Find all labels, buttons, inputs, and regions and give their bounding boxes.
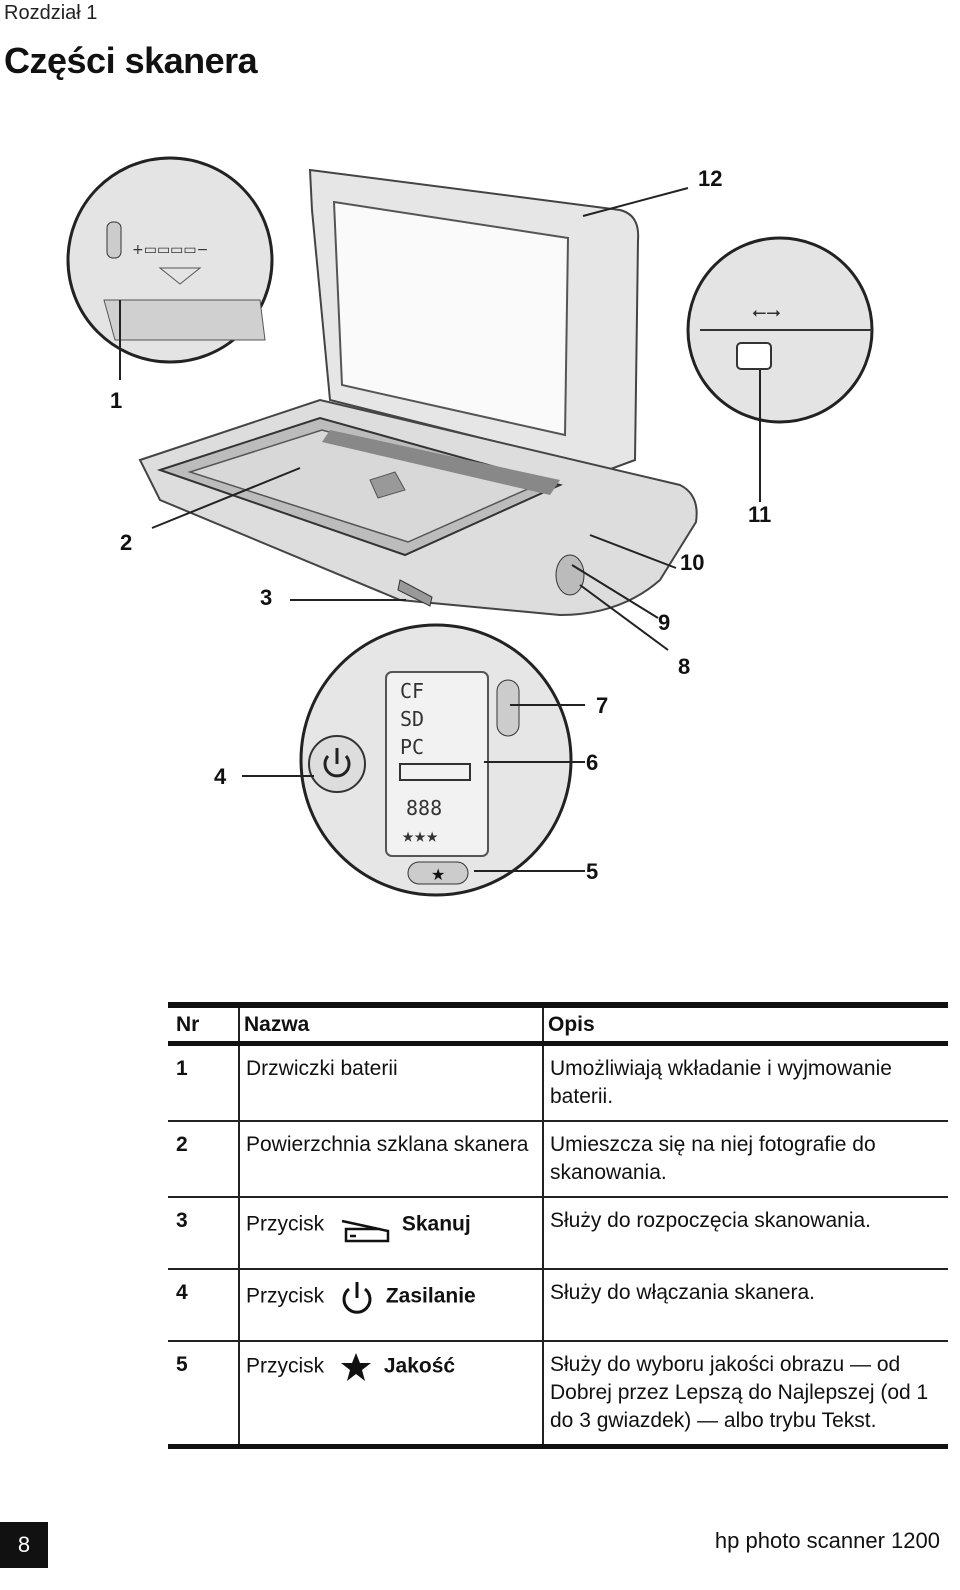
scan-icon [341, 1219, 390, 1243]
svg-text:+▭▭▭▭−: +▭▭▭▭− [132, 242, 208, 258]
header-name: Nazwa [238, 1005, 543, 1046]
svg-text:⭠⭢: ⭠⭢ [752, 302, 781, 323]
callout-6: 6 [586, 750, 598, 775]
lcd-sd: SD [400, 707, 424, 731]
scanner-diagram: +▭▭▭▭− ⭠⭢ CF SD PC 888 ★★★ ★ [66, 156, 874, 897]
table-row: 2 Powierzchnia szklana skanera Umieszcza… [168, 1121, 948, 1198]
leader-lines [119, 187, 761, 872]
row-name: Przycisk Zasilanie [238, 1269, 543, 1342]
callout-11: 11 [748, 502, 771, 527]
callout-1: 1 [110, 388, 122, 413]
callout-2: 2 [120, 530, 132, 555]
quality-button-label: Jakość [383, 1354, 456, 1378]
row-desc: Umieszcza się na niej fotografie do skan… [542, 1121, 948, 1198]
table-row: 4 Przycisk Zasilanie Służy do włączania … [168, 1269, 948, 1342]
chapter-label: Rozdział 1 [4, 2, 98, 24]
row-desc: Służy do włączania skanera. [542, 1269, 948, 1342]
callout-4: 4 [214, 764, 227, 789]
row-nr: 1 [168, 1043, 239, 1122]
lcd-stars: ★★★ [402, 823, 438, 847]
scanner-base [138, 398, 698, 617]
callout-9: 9 [658, 610, 670, 635]
lcd-digits: 888 [406, 796, 442, 820]
callout-5: 5 [586, 859, 598, 884]
lcd-pc: PC [400, 735, 424, 759]
power-icon [342, 1282, 372, 1314]
callout-8: 8 [678, 654, 690, 679]
row-prefix: Przycisk [246, 1284, 325, 1308]
callout-7: 7 [596, 693, 608, 718]
row-nr: 2 [168, 1121, 239, 1198]
header-nr: Nr [168, 1005, 239, 1046]
photo-button[interactable] [496, 679, 520, 737]
callout-12: 12 [698, 166, 722, 191]
row-name: Przycisk Skanuj [238, 1197, 543, 1270]
row-nr: 4 [168, 1269, 239, 1342]
product-name: hp photo scanner 1200 [714, 1528, 940, 1553]
power-button-label: Zasilanie [385, 1284, 476, 1308]
row-nr: 3 [168, 1197, 239, 1270]
control-panel-inset: CF SD PC 888 ★★★ ★ [299, 623, 573, 897]
parts-table: Nr Nazwa Opis 1 Drzwiczki baterii Umożli… [168, 1002, 948, 1449]
row-desc: Służy do wyboru jakości obrazu — od Dobr… [542, 1341, 948, 1449]
page-number: 8 [0, 1522, 48, 1568]
row-prefix: Przycisk [246, 1354, 325, 1378]
scanner-lid [308, 168, 640, 472]
star-icon [341, 1353, 372, 1381]
row-name: Drzwiczki baterii [238, 1043, 543, 1122]
row-name: Przycisk Jakość [238, 1341, 543, 1449]
row-prefix: Przycisk [246, 1212, 325, 1236]
quality-button[interactable] [407, 861, 469, 885]
table-row: 3 Przycisk Skanuj Służy do rozpoczęcia s… [168, 1197, 948, 1270]
table-header-row: Nr Nazwa Opis [168, 1005, 948, 1046]
callout-3: 3 [260, 585, 272, 610]
scan-button-label: Skanuj [401, 1212, 471, 1236]
row-name: Powierzchnia szklana skanera [238, 1121, 543, 1198]
row-desc: Służy do rozpoczęcia skanowania. [542, 1197, 948, 1270]
table-row: 1 Drzwiczki baterii Umożliwiają wkładani… [168, 1043, 948, 1122]
battery-door-inset: +▭▭▭▭− [66, 156, 274, 364]
callout-10: 10 [680, 550, 704, 575]
lcd-cf: CF [400, 679, 424, 703]
header-desc: Opis [542, 1005, 948, 1046]
row-desc: Umożliwiają wkładanie i wyjmowanie bater… [542, 1043, 948, 1122]
usb-port-inset: ⭠⭢ [686, 236, 874, 424]
row-nr: 5 [168, 1341, 239, 1449]
page-title: Części skanera [4, 40, 258, 81]
quality-star-icon: ★ [431, 867, 445, 884]
table-row: 5 Przycisk Jakość Służy do wyboru jakośc… [168, 1341, 948, 1449]
